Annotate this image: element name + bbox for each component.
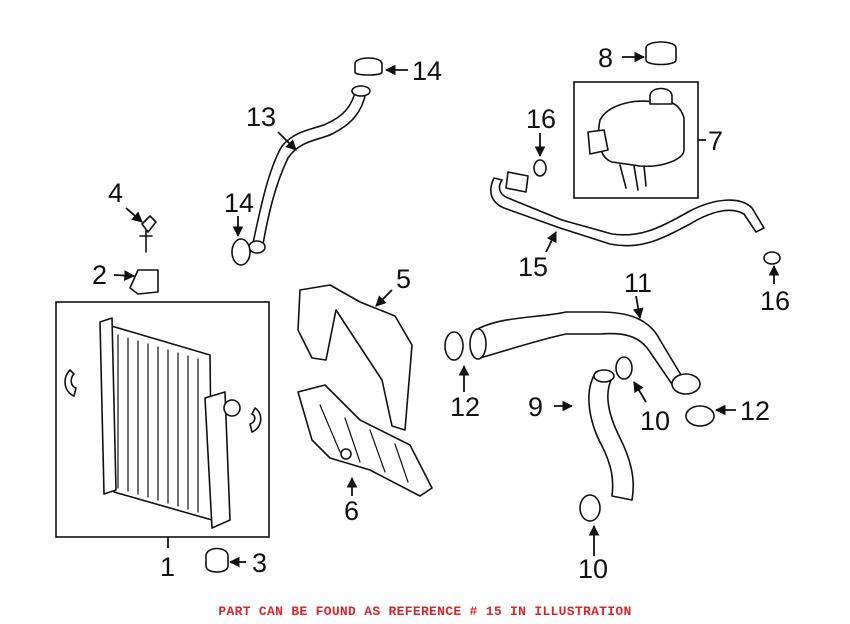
callout-12-right: 12 [740,396,770,426]
callout-11: 11 [624,268,652,298]
radiator-group-box [55,301,270,538]
lower-hoses [444,311,715,522]
callout-12-left: 12 [450,392,480,422]
leader-lines [113,51,780,568]
callout-7: 7 [708,126,723,156]
callout-3: 3 [252,548,267,578]
reference-note: PART CAN BE FOUND AS REFERENCE # 15 IN I… [218,604,632,619]
coolant-pipe [490,159,781,265]
callout-13: 13 [246,102,276,132]
o-ring-16-lower [763,251,781,265]
callout-16-right: 16 [760,286,790,316]
o-ring-14-lower [231,238,251,266]
reservoir-cap [645,41,677,66]
callout-5: 5 [396,264,411,294]
callout-6: 6 [344,496,359,526]
callout-14-left: 14 [224,188,254,218]
callout-labels: 14 13 14 4 2 1 3 5 6 7 8 16 15 16 11 12 … [92,43,790,584]
air-deflectors [297,284,433,497]
callout-10-mid: 10 [640,406,670,436]
o-ring-12-left [444,331,464,361]
o-ring-12-right [685,405,715,427]
callout-10-bottom: 10 [578,554,608,584]
o-ring-10-lower [579,494,601,522]
hose-clip-14 [354,57,383,76]
callout-8: 8 [598,43,613,73]
callout-15: 15 [518,252,548,282]
callout-2: 2 [92,260,107,290]
callout-1: 1 [160,552,175,582]
o-ring-16-upper [533,159,547,177]
o-ring-10-upper [615,356,633,380]
callout-14-top: 14 [412,56,442,86]
expansion-tank [573,41,699,199]
radiator [55,215,270,573]
callout-9: 9 [528,392,543,422]
callout-4: 4 [108,178,123,208]
callout-16-top: 16 [526,104,556,134]
upper-hose [231,57,383,266]
